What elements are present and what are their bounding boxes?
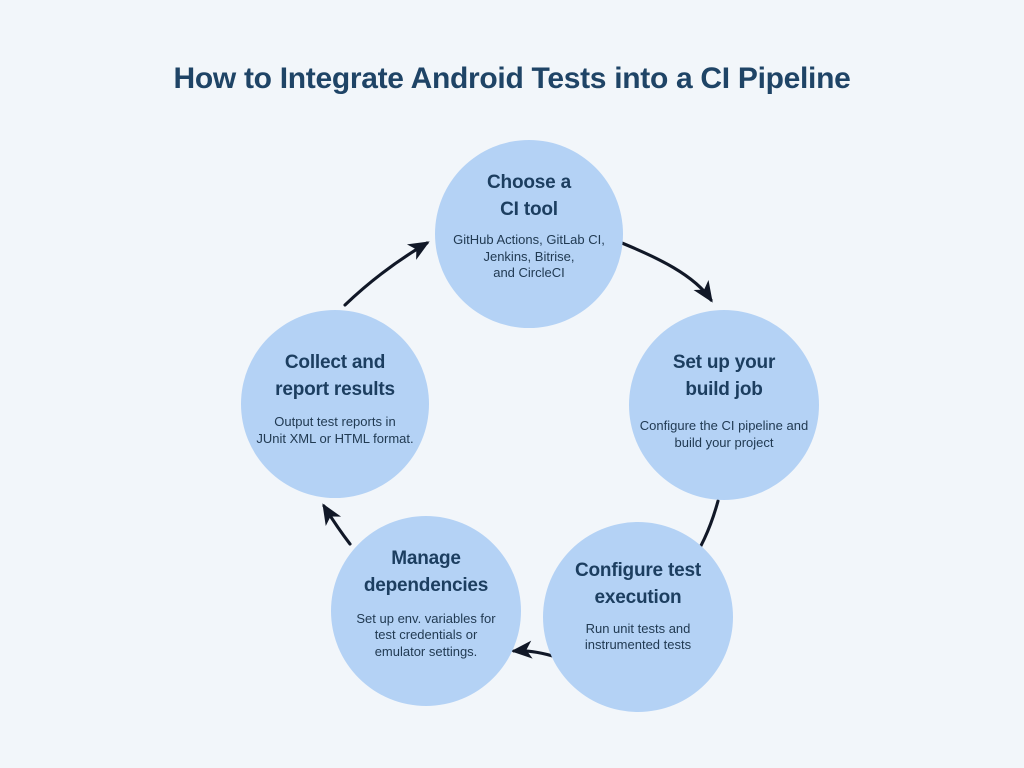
step-node-collect-and-report-results[interactable]: Collect and report results Output test r… [241, 310, 429, 498]
step-heading: Choose a CI tool [487, 172, 571, 221]
arrow-manage-to-collect [322, 503, 352, 546]
step-body: Set up env. variables for test credentia… [356, 610, 496, 659]
page-title: How to Integrate Android Tests into a CI… [173, 62, 851, 95]
step-node-choose-ci-tool[interactable]: Choose a CI tool GitHub Actions, GitLab … [435, 140, 623, 328]
step-heading: Collect and report results [275, 352, 395, 401]
arrow-collect-to-choose [343, 241, 430, 307]
step-body: Configure the CI pipeline and build your… [639, 418, 809, 450]
step-body: GitHub Actions, GitLab CI, Jenkins, Bitr… [453, 232, 605, 281]
step-heading: Configure test execution [575, 559, 701, 608]
step-heading: Set up your build job [672, 352, 776, 401]
step-body: Output test reports in JUnit XML or HTML… [256, 414, 414, 446]
step-node-set-up-build-job[interactable]: Set up your build job Configure the CI p… [629, 310, 819, 500]
arrow-choose-to-setup [610, 237, 713, 303]
step-heading: Manage dependencies [363, 547, 489, 596]
step-body: Run unit tests and instrumented tests [584, 620, 692, 653]
step-node-configure-test-execution[interactable]: Configure test execution Run unit tests … [543, 522, 733, 712]
step-node-manage-dependencies[interactable]: Manage dependencies Set up env. variable… [331, 516, 521, 706]
